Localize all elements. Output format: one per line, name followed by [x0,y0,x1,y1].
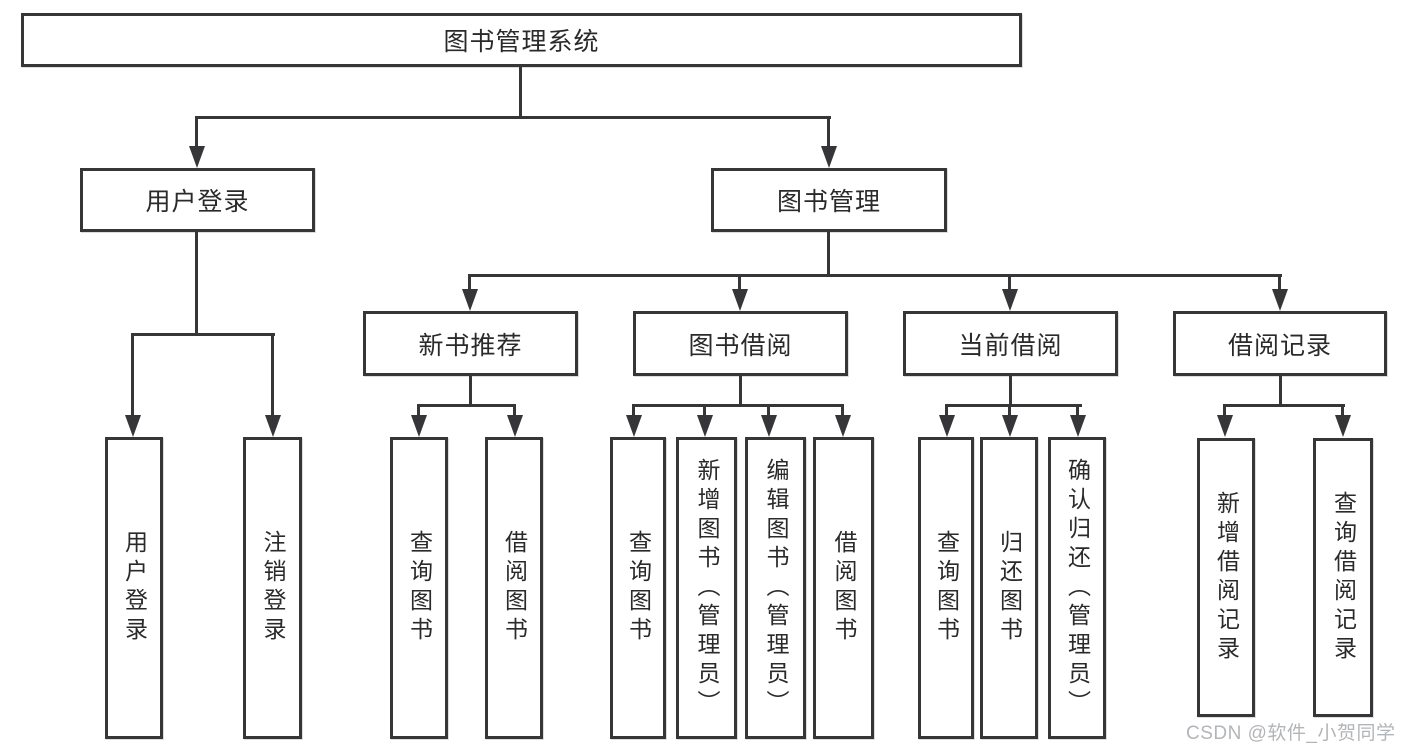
node-user-login: 用户登录 [80,168,315,232]
arrow-down-icon [189,146,205,168]
node-book-borrowing: 图书借阅 [633,311,848,376]
arrow-down-icon [939,415,955,437]
node-root: 图书管理系统 [21,13,1022,67]
connector-line [632,404,844,407]
connector-line [1008,404,1011,418]
connector-line [738,274,741,292]
node-root-label: 图书管理系统 [443,28,600,56]
leaf-return-book: 归还图书 [980,437,1038,739]
leaf-user-login: 用户登录 [105,437,163,739]
connector-line [469,376,472,407]
leaf-edit-book-admin: 编辑图书（管理员） [745,437,806,739]
leaf-logout: 注销登录 [243,437,302,739]
arrow-down-icon [1217,415,1233,437]
connector-line [513,404,516,418]
leaf-query-book-current-label: 查询图书 [933,530,960,646]
connector-line [417,404,420,418]
connector-line [271,333,274,417]
leaf-query-book-recommend-label: 查询图书 [406,530,433,646]
connector-line [1223,404,1345,407]
connector-line [827,232,830,277]
arrow-down-icon [411,415,427,437]
arrow-down-icon [125,415,141,437]
connector-line [767,404,770,418]
connector-line [1009,376,1012,407]
arrow-down-icon [1070,415,1086,437]
leaf-confirm-return-admin-label: 确认归还（管理员） [1064,457,1091,719]
node-new-book-recommend: 新书推荐 [363,311,578,376]
connector-line [196,116,831,119]
node-borrowing-records: 借阅记录 [1173,311,1387,376]
leaf-add-borrow-record: 新增借阅记录 [1197,438,1255,717]
connector-line [195,116,198,148]
connector-line [1278,274,1281,292]
node-user-login-label: 用户登录 [145,188,250,216]
connector-line [827,116,830,148]
connector-line [195,232,198,336]
node-new-book-recommend-label: 新书推荐 [418,331,523,360]
arrow-down-icon [761,415,777,437]
connector-line [131,333,134,417]
leaf-borrow-book-recommend-label: 借阅图书 [501,530,528,646]
leaf-edit-book-admin-label: 编辑图书（管理员） [763,457,789,719]
leaf-logout-label: 注销登录 [260,530,286,646]
arrow-down-icon [835,415,851,437]
leaf-borrow-book: 借阅图书 [813,437,874,739]
connector-line [632,404,635,418]
arrow-down-icon [626,415,642,437]
node-borrowing-records-label: 借阅记录 [1227,331,1332,360]
leaf-add-book-admin-label: 新增图书（管理员） [694,457,720,719]
arrow-down-icon [1335,415,1351,437]
leaf-confirm-return-admin: 确认归还（管理员） [1048,437,1106,739]
leaf-query-book-borrowing-label: 查询图书 [625,530,652,646]
leaf-query-book-borrowing: 查询图书 [610,437,666,739]
arrow-down-icon [507,415,523,437]
leaf-return-book-label: 归还图书 [996,530,1023,646]
arrow-down-icon [1002,289,1018,311]
arrow-down-icon [462,289,478,311]
leaf-query-book-recommend: 查询图书 [390,437,448,739]
connector-line [131,333,275,336]
connector-line [945,404,948,418]
connector-line [468,274,471,292]
node-current-borrowing: 当前借阅 [903,311,1118,376]
arrow-down-icon [1002,415,1018,437]
leaf-add-borrow-record-label: 新增借阅记录 [1213,490,1240,665]
node-book-management: 图书管理 [711,168,947,232]
leaf-query-book-current: 查询图书 [918,437,974,739]
arrow-down-icon [697,415,713,437]
connector-line [1279,376,1282,407]
connector-line [739,376,742,407]
connector-line [703,404,706,418]
connector-line [1223,404,1226,418]
connector-line [417,404,516,407]
connector-line [519,67,522,118]
connector-line [1008,274,1011,292]
arrow-down-icon [1272,289,1288,311]
connector-line [945,404,1082,407]
connector-line [841,404,844,418]
leaf-borrow-book-recommend: 借阅图书 [485,437,543,739]
leaf-user-login-label: 用户登录 [121,530,148,646]
connector-line [468,274,1282,277]
csdn-watermark: CSDN @软件_小贺同学 [1186,723,1396,744]
node-current-borrowing-label: 当前借阅 [958,331,1063,360]
node-book-borrowing-label: 图书借阅 [688,331,793,360]
node-book-management-label: 图书管理 [776,188,881,216]
leaf-query-borrow-record-label: 查询借阅记录 [1330,490,1357,665]
leaf-query-borrow-record: 查询借阅记录 [1313,438,1373,717]
connector-line [1341,404,1344,418]
connector-line [1076,404,1079,418]
leaf-add-book-admin: 新增图书（管理员） [676,437,737,739]
arrow-down-icon [732,289,748,311]
arrow-down-icon [265,415,281,437]
leaf-borrow-book-label: 借阅图书 [831,530,857,646]
arrow-down-icon [821,146,837,168]
